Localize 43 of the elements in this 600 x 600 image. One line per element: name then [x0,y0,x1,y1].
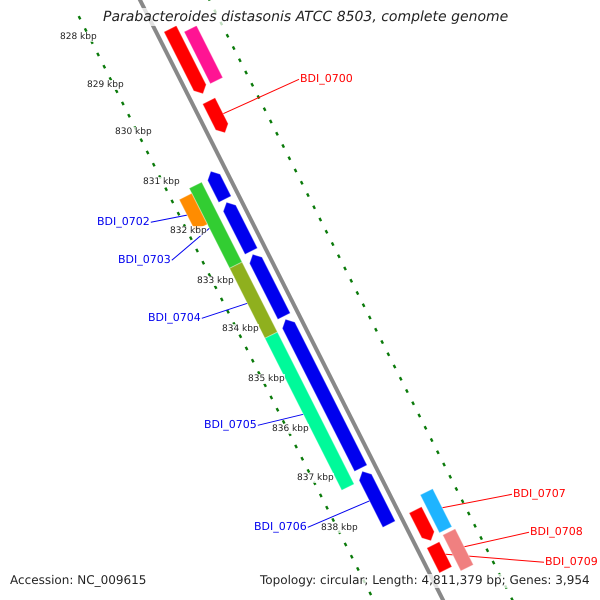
genome-summary-text: Topology: circular; Length: 4,811,379 bp; Genes: 3,954 [260,574,590,588]
leader-line [171,228,210,261]
leader-line [442,494,512,508]
scale-label: 836 kbp [272,424,309,434]
scale-label: 831 kbp [143,177,180,188]
leader-line [201,302,248,319]
gene-segment [442,528,474,572]
gene-label: BDI_0708 [530,526,583,539]
gene-segment [183,24,224,84]
scale-label: 838 kbp [321,523,358,534]
gene-label: BDI_0702 [97,216,150,229]
scale-label: 832 kbp [170,226,207,236]
scale-label: 837 kbp [297,473,334,484]
gene-segment [188,181,243,269]
gene-label: BDI_0705 [204,419,257,432]
gene-segment [420,488,453,534]
scale-label: 830 kbp [115,127,152,138]
gene-segment [248,254,291,320]
gene-segment [207,170,232,204]
leader-line [150,214,188,223]
gene-label: BDI_0704 [148,312,201,325]
scale-label: 828 kbp [60,32,97,42]
gene-segment [264,331,355,491]
leader-line [222,78,300,114]
gene-label: BDI_0706 [254,521,307,534]
gene-label: BDI_0700 [300,73,353,86]
scale-label: 833 kbp [197,276,234,286]
gene-segment [222,202,258,256]
gene-label: BDI_0709 [545,556,598,569]
leader-line [464,532,530,548]
scale-label: 834 kbp [222,324,259,334]
gene-segment [408,506,435,542]
scale-label: 829 kbp [87,80,124,90]
accession-text: Accession: NC_009615 [10,574,146,588]
leader-line [257,414,304,426]
gene-segment [358,470,396,528]
gene-label: BDI_0703 [118,254,171,267]
leader-line [307,500,370,528]
scale-label: 835 kbp [248,374,285,384]
gene-segment [202,97,229,134]
gene-label: BDI_0707 [513,488,566,501]
gene-segment [426,541,453,574]
gene-segment [163,24,207,94]
